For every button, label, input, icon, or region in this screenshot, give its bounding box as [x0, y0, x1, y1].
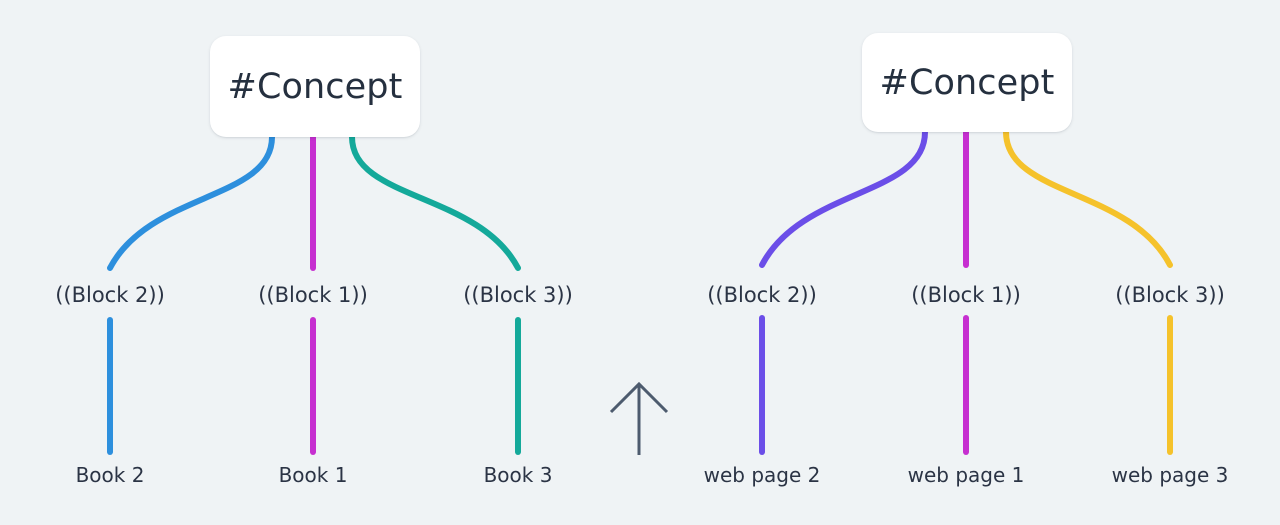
leaf-label[interactable]: Book 1: [278, 463, 348, 487]
up-arrow-head-icon: [609, 381, 669, 414]
block-label[interactable]: ((Block 2)): [55, 283, 165, 307]
block-label[interactable]: ((Block 1)): [911, 283, 1021, 307]
block-label[interactable]: ((Block 3)): [1115, 283, 1225, 307]
leaf-label[interactable]: web page 1: [907, 463, 1025, 487]
concept-card-left[interactable]: #Concept: [210, 36, 420, 137]
concept-card-right[interactable]: #Concept: [862, 33, 1072, 132]
leaf-label[interactable]: web page 2: [703, 463, 821, 487]
block-label[interactable]: ((Block 2)): [707, 283, 817, 307]
edge-books-graph-2: [349, 134, 521, 271]
block-label[interactable]: ((Block 1)): [258, 283, 368, 307]
edge-webpages-graph-2: [1003, 129, 1173, 268]
edge-books-graph-0: [107, 134, 275, 271]
leaf-label[interactable]: Book 3: [483, 463, 553, 487]
block-label[interactable]: ((Block 3)): [463, 283, 573, 307]
leaf-label[interactable]: web page 3: [1111, 463, 1229, 487]
edge-webpages-graph-0: [759, 129, 928, 268]
concept-card-label: #Concept: [879, 62, 1055, 103]
leaf-label[interactable]: Book 2: [75, 463, 145, 487]
concept-card-label: #Concept: [227, 66, 403, 107]
